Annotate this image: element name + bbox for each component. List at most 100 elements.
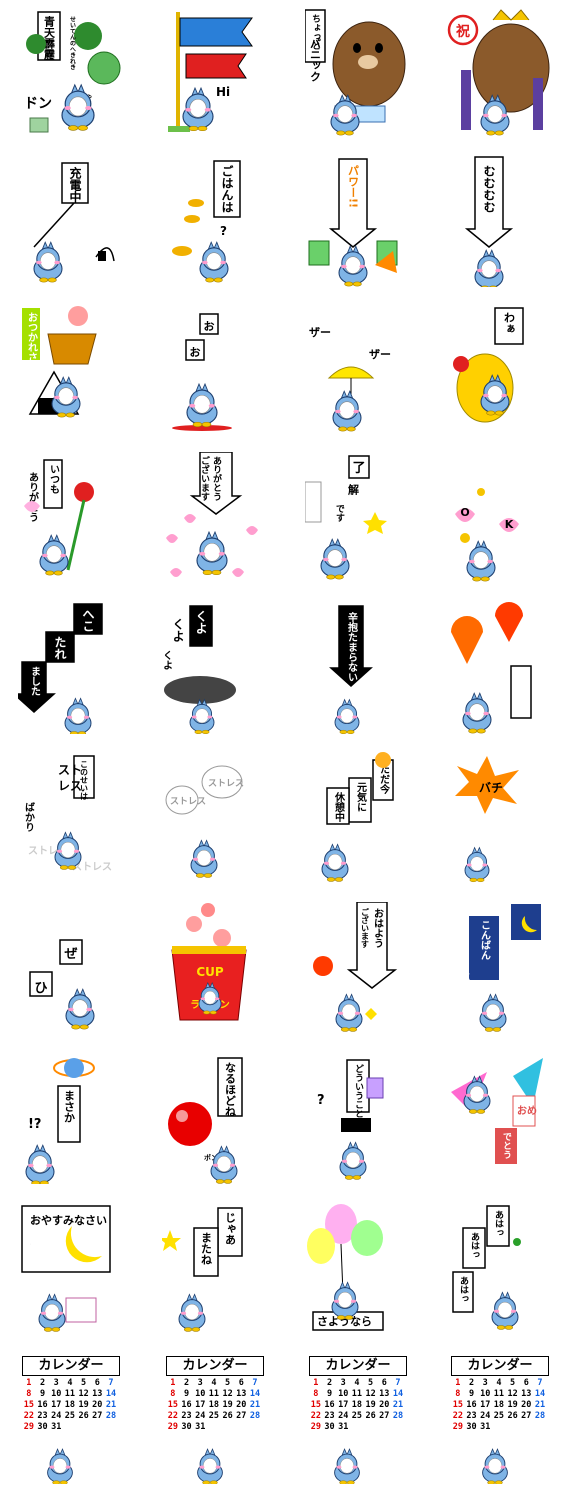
bird-character-icon <box>196 530 228 576</box>
calendar-day: 17 <box>480 1400 491 1410</box>
arrow-balloon <box>329 605 373 688</box>
sticker-r2c3[interactable]: わぁ <box>447 302 557 434</box>
calendar-day: 16 <box>37 1400 48 1410</box>
sticker-r0c0[interactable]: 青天霹靂ドンせいてんのへきれきやられた <box>18 8 128 140</box>
sticker-r1c2[interactable]: パワー!! <box>305 155 415 287</box>
calendar-day: 30 <box>466 1422 477 1432</box>
sticker-r5c1[interactable]: ストレスストレス <box>162 752 272 884</box>
calendar-day: 29 <box>310 1422 321 1432</box>
calendar-day: 21 <box>249 1400 261 1410</box>
bird-character-icon <box>197 1448 223 1484</box>
sticker-r1c0[interactable]: 充電中 <box>18 155 128 287</box>
sticker-r2c0[interactable]: おつかれさま <box>18 302 128 434</box>
calendar-day: 16 <box>324 1400 335 1410</box>
sticker-text: ありがとう <box>211 456 222 501</box>
speech-box <box>217 1207 243 1257</box>
bird-character-icon <box>334 698 360 734</box>
bird-character-icon <box>332 390 362 432</box>
sticker-r5c0[interactable]: このせいはストレスばかりストレスストレス <box>18 752 128 884</box>
calendar-day: 28 <box>249 1411 261 1421</box>
arrow-balloon <box>464 156 514 248</box>
bird-character-icon <box>178 1293 206 1332</box>
sticker-art: むむむむ <box>464 156 514 287</box>
sticker-r4c1[interactable]: くよくよくよ <box>162 602 272 734</box>
bird-character-icon <box>480 374 510 416</box>
sticker-text: あはっ <box>469 1232 480 1259</box>
sticker-r8c1[interactable]: じゃあまたね <box>162 1202 272 1334</box>
calendar-day: 17 <box>195 1400 206 1410</box>
sticker-r3c0[interactable]: いつもありがとう <box>18 452 128 584</box>
calendar-day: 6 <box>381 1378 387 1388</box>
sticker-text: 充電中 <box>68 166 82 204</box>
sticker-text: おめ <box>517 1105 537 1117</box>
speech-box <box>45 631 75 663</box>
sticker-r3c2[interactable]: 了解です <box>305 452 415 584</box>
sticker-r0c1[interactable]: Hi <box>162 8 272 140</box>
sticker-r2c2[interactable]: ザーザー <box>305 302 415 434</box>
calendar-day: 8 <box>170 1389 176 1399</box>
calendar-day: 31 <box>195 1422 206 1432</box>
calendar-day: 10 <box>338 1389 349 1399</box>
sticker-r3c1[interactable]: ありがとうございます <box>162 452 272 584</box>
sticker-r0c3[interactable]: 祝 <box>447 8 557 140</box>
sticker-r7c0[interactable]: まさか!? <box>18 1052 128 1184</box>
sticker-text: ザー <box>309 326 331 339</box>
sticker-r8c2[interactable]: さようなら <box>305 1202 415 1334</box>
sticker-r7c2[interactable]: どういうこと? <box>305 1052 415 1184</box>
calendar-day: 9 <box>183 1389 190 1399</box>
sticker-r1c3[interactable]: むむむむ <box>447 155 557 287</box>
bird-character-icon <box>39 534 69 576</box>
calendar-day: 14 <box>534 1389 546 1399</box>
sticker-r4c3[interactable]: ふがー <box>447 602 557 734</box>
bird-character-icon <box>189 698 215 734</box>
speech-box <box>452 1271 474 1313</box>
sticker-text: ぜ <box>64 947 77 962</box>
sticker-text: ございます <box>199 455 210 501</box>
calendar-day: 21 <box>392 1400 404 1410</box>
bird-character-icon <box>182 86 214 132</box>
calendar-day: 12 <box>507 1389 518 1399</box>
calendar-day: 1 <box>170 1378 176 1388</box>
sticker-text: 元気に <box>355 782 368 812</box>
sticker-r4c2[interactable]: 辛抱たまらない <box>305 602 415 734</box>
sticker-r5c2[interactable]: ただ今元気に休憩中 <box>305 752 415 884</box>
calendar-day: 11 <box>64 1389 76 1399</box>
sticker-r4c0[interactable]: へこたれました <box>18 602 128 734</box>
bird-character-icon <box>466 540 496 582</box>
sticker-art: さようなら <box>307 1204 384 1331</box>
sticker-text: 了 <box>352 461 365 476</box>
sticker-r1c1[interactable]: ごはんは? <box>162 155 272 287</box>
calendar-day: 22 <box>23 1411 34 1421</box>
sticker-r2c1[interactable]: おお <box>162 302 272 434</box>
sticker-r6c2[interactable]: おはようございます <box>305 902 415 1034</box>
calendar-day: 15 <box>452 1400 463 1410</box>
sticker-r8c0[interactable]: おやすみなさいすみなさい <box>18 1202 128 1334</box>
sticker-r7c3[interactable]: おめでとう <box>447 1052 557 1184</box>
sticker-r6c1[interactable]: CUPラーメン <box>162 902 272 1034</box>
sticker-r7c1[interactable]: なるほどねポン <box>162 1052 272 1184</box>
calendar-day: 20 <box>521 1400 532 1410</box>
calendar-day: 20 <box>236 1400 247 1410</box>
sticker-r8c3[interactable]: あはっあはっあはっ <box>447 1202 557 1334</box>
sticker-art: どういうこと? <box>317 1059 384 1180</box>
sticker-r0c2[interactable]: ちょっとパニック <box>305 8 415 140</box>
sticker-r6c3[interactable]: こんばんは <box>447 902 557 1034</box>
calendar-day: 29 <box>452 1422 463 1432</box>
sticker-r6c0[interactable]: ぜひぜひ <box>18 902 128 1034</box>
calendar-day: 17 <box>51 1400 62 1410</box>
sticker-text: ございます <box>361 907 370 949</box>
calendar-day: 16 <box>181 1400 192 1410</box>
sticker-r5c3[interactable]: バチ <box>447 752 557 884</box>
bird-character-icon <box>38 1293 66 1332</box>
calendar-day: 14 <box>249 1389 261 1399</box>
calendar-day: 20 <box>379 1400 390 1410</box>
